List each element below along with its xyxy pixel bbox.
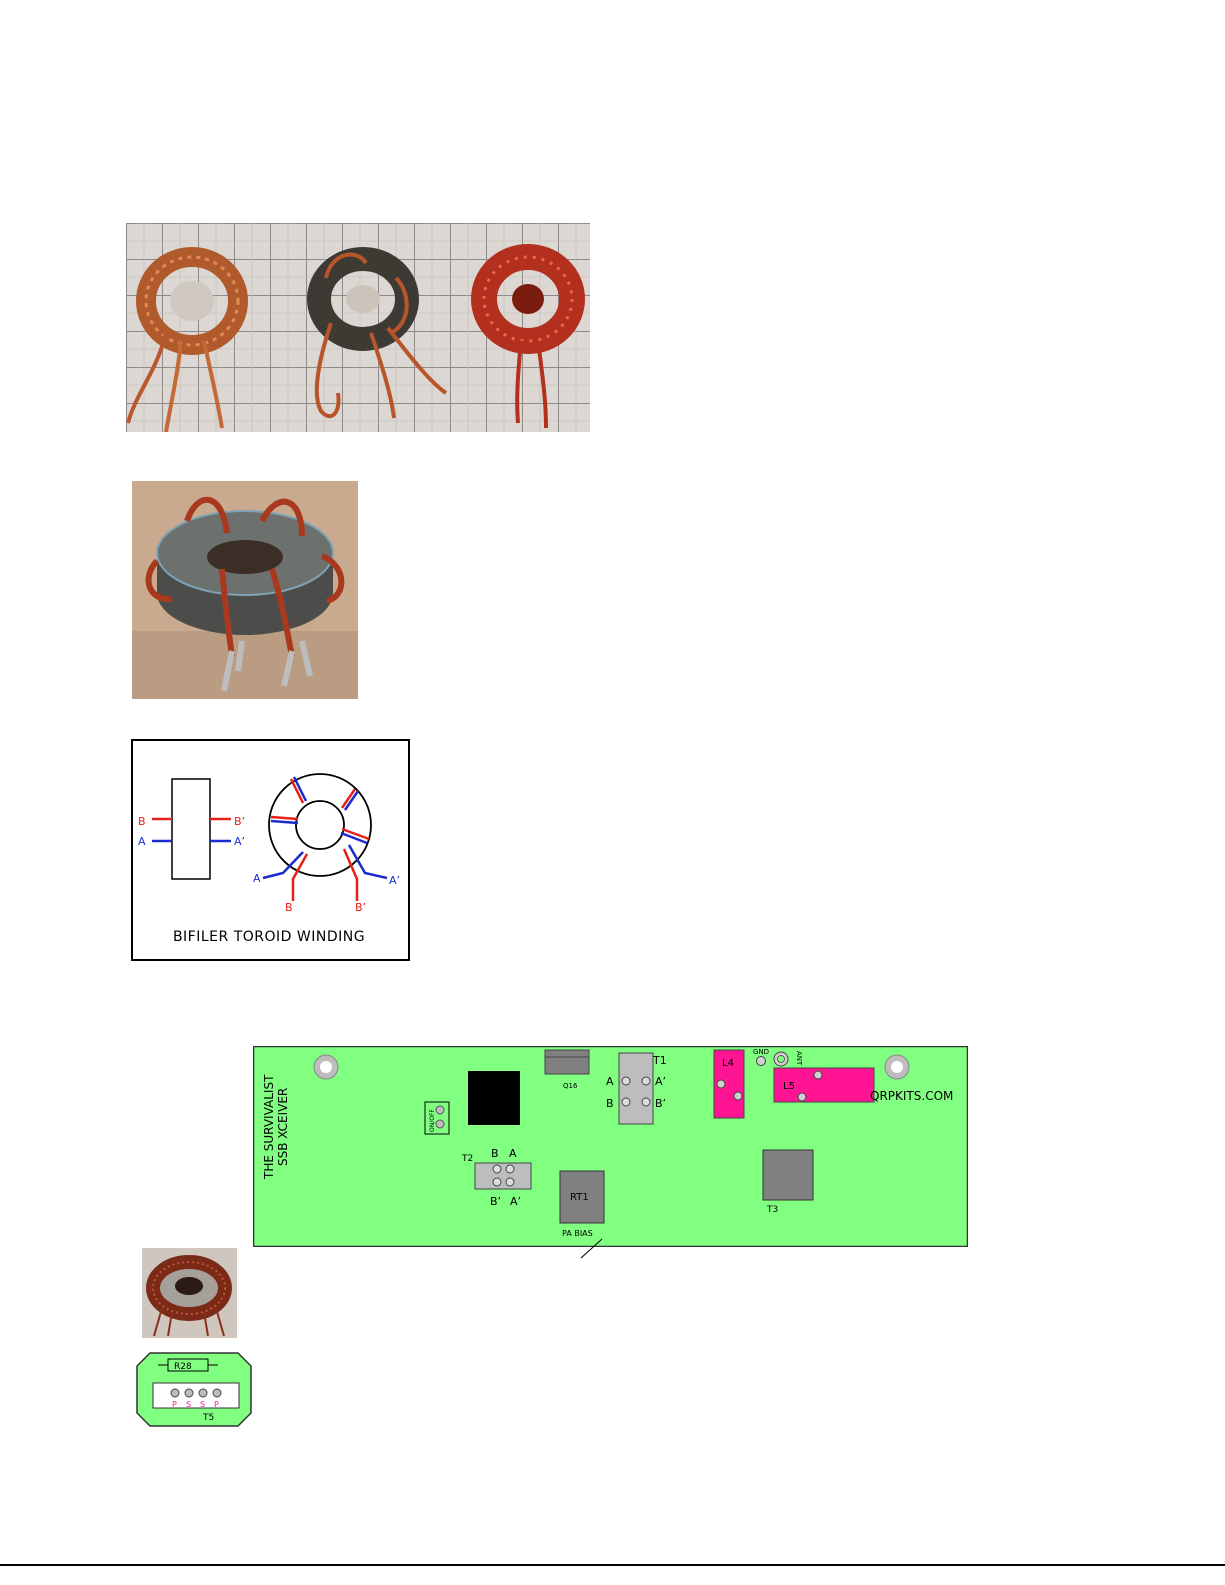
t5-label: T5 <box>202 1413 214 1423</box>
t2-a-label: A <box>509 1147 517 1160</box>
right-b-prime-label: B’ <box>234 815 245 828</box>
wound-toroid-photo <box>142 1248 237 1338</box>
onoff-label: ON/OFF <box>429 1109 436 1132</box>
l5-label: L5 <box>783 1081 795 1092</box>
mount-hole-right <box>885 1055 909 1079</box>
right-a-prime-label: A’ <box>234 835 245 848</box>
t5-pin-4: P <box>214 1400 219 1409</box>
black-component <box>468 1071 520 1125</box>
pcb-title-line1: THE SURVIVALIST <box>262 1074 276 1180</box>
t1-label: T1 <box>652 1054 667 1067</box>
t5-pin-3: S <box>200 1400 205 1409</box>
mount-hole-left <box>314 1055 338 1079</box>
bifilar-toroid-photo <box>132 481 358 699</box>
r28-label: R28 <box>174 1362 192 1372</box>
t1-b-prime-label: B’ <box>655 1097 666 1110</box>
t5-pin-2: S <box>186 1400 191 1409</box>
ant-label: ANT <box>795 1051 803 1066</box>
pa-bias-pointer <box>578 1238 608 1260</box>
toroid-b-label: B <box>285 901 293 914</box>
rt1-label: RT1 <box>570 1192 589 1203</box>
l4-label: L4 <box>722 1058 734 1069</box>
t3-label: T3 <box>766 1205 778 1215</box>
t2-a-prime-label: A’ <box>510 1195 521 1208</box>
t2-b-prime-label: B’ <box>490 1195 501 1208</box>
t2-label: T2 <box>461 1154 473 1164</box>
q16-label: Q16 <box>563 1082 578 1090</box>
t1-a-label: A <box>606 1075 614 1088</box>
toroid-a-label: A <box>253 872 261 885</box>
t2-b-label: B <box>491 1147 499 1160</box>
left-b-label: B <box>138 815 146 828</box>
t1-b-label: B <box>606 1097 614 1110</box>
toroid-trio-photo <box>126 223 590 432</box>
t5-pin-1: P <box>172 1400 177 1409</box>
diagram-caption: BIFILER TOROID WINDING <box>173 929 365 945</box>
left-a-label: A <box>138 835 146 848</box>
pcb-layout: THE SURVIVALIST SSB XCEIVER ON/OFF Q16 T… <box>253 1046 968 1247</box>
toroid-b-prime-label: B’ <box>355 901 366 914</box>
bifiler-winding-diagram: B A B’ A’ A B B’ A’ BIFILER TOROID WINDI… <box>131 739 410 961</box>
pa-bias-label: PA BIAS <box>562 1229 593 1238</box>
toroid-a-prime-label: A’ <box>389 874 400 887</box>
t1-a-prime-label: A’ <box>655 1075 666 1088</box>
gnd-label: GND <box>753 1048 769 1056</box>
t5-board: R28 P S S P T5 <box>136 1352 252 1427</box>
footer-rule <box>0 1564 1225 1566</box>
pcb-title-line2: SSB XCEIVER <box>276 1088 290 1166</box>
website-label: QRPKITS.COM <box>870 1089 953 1103</box>
